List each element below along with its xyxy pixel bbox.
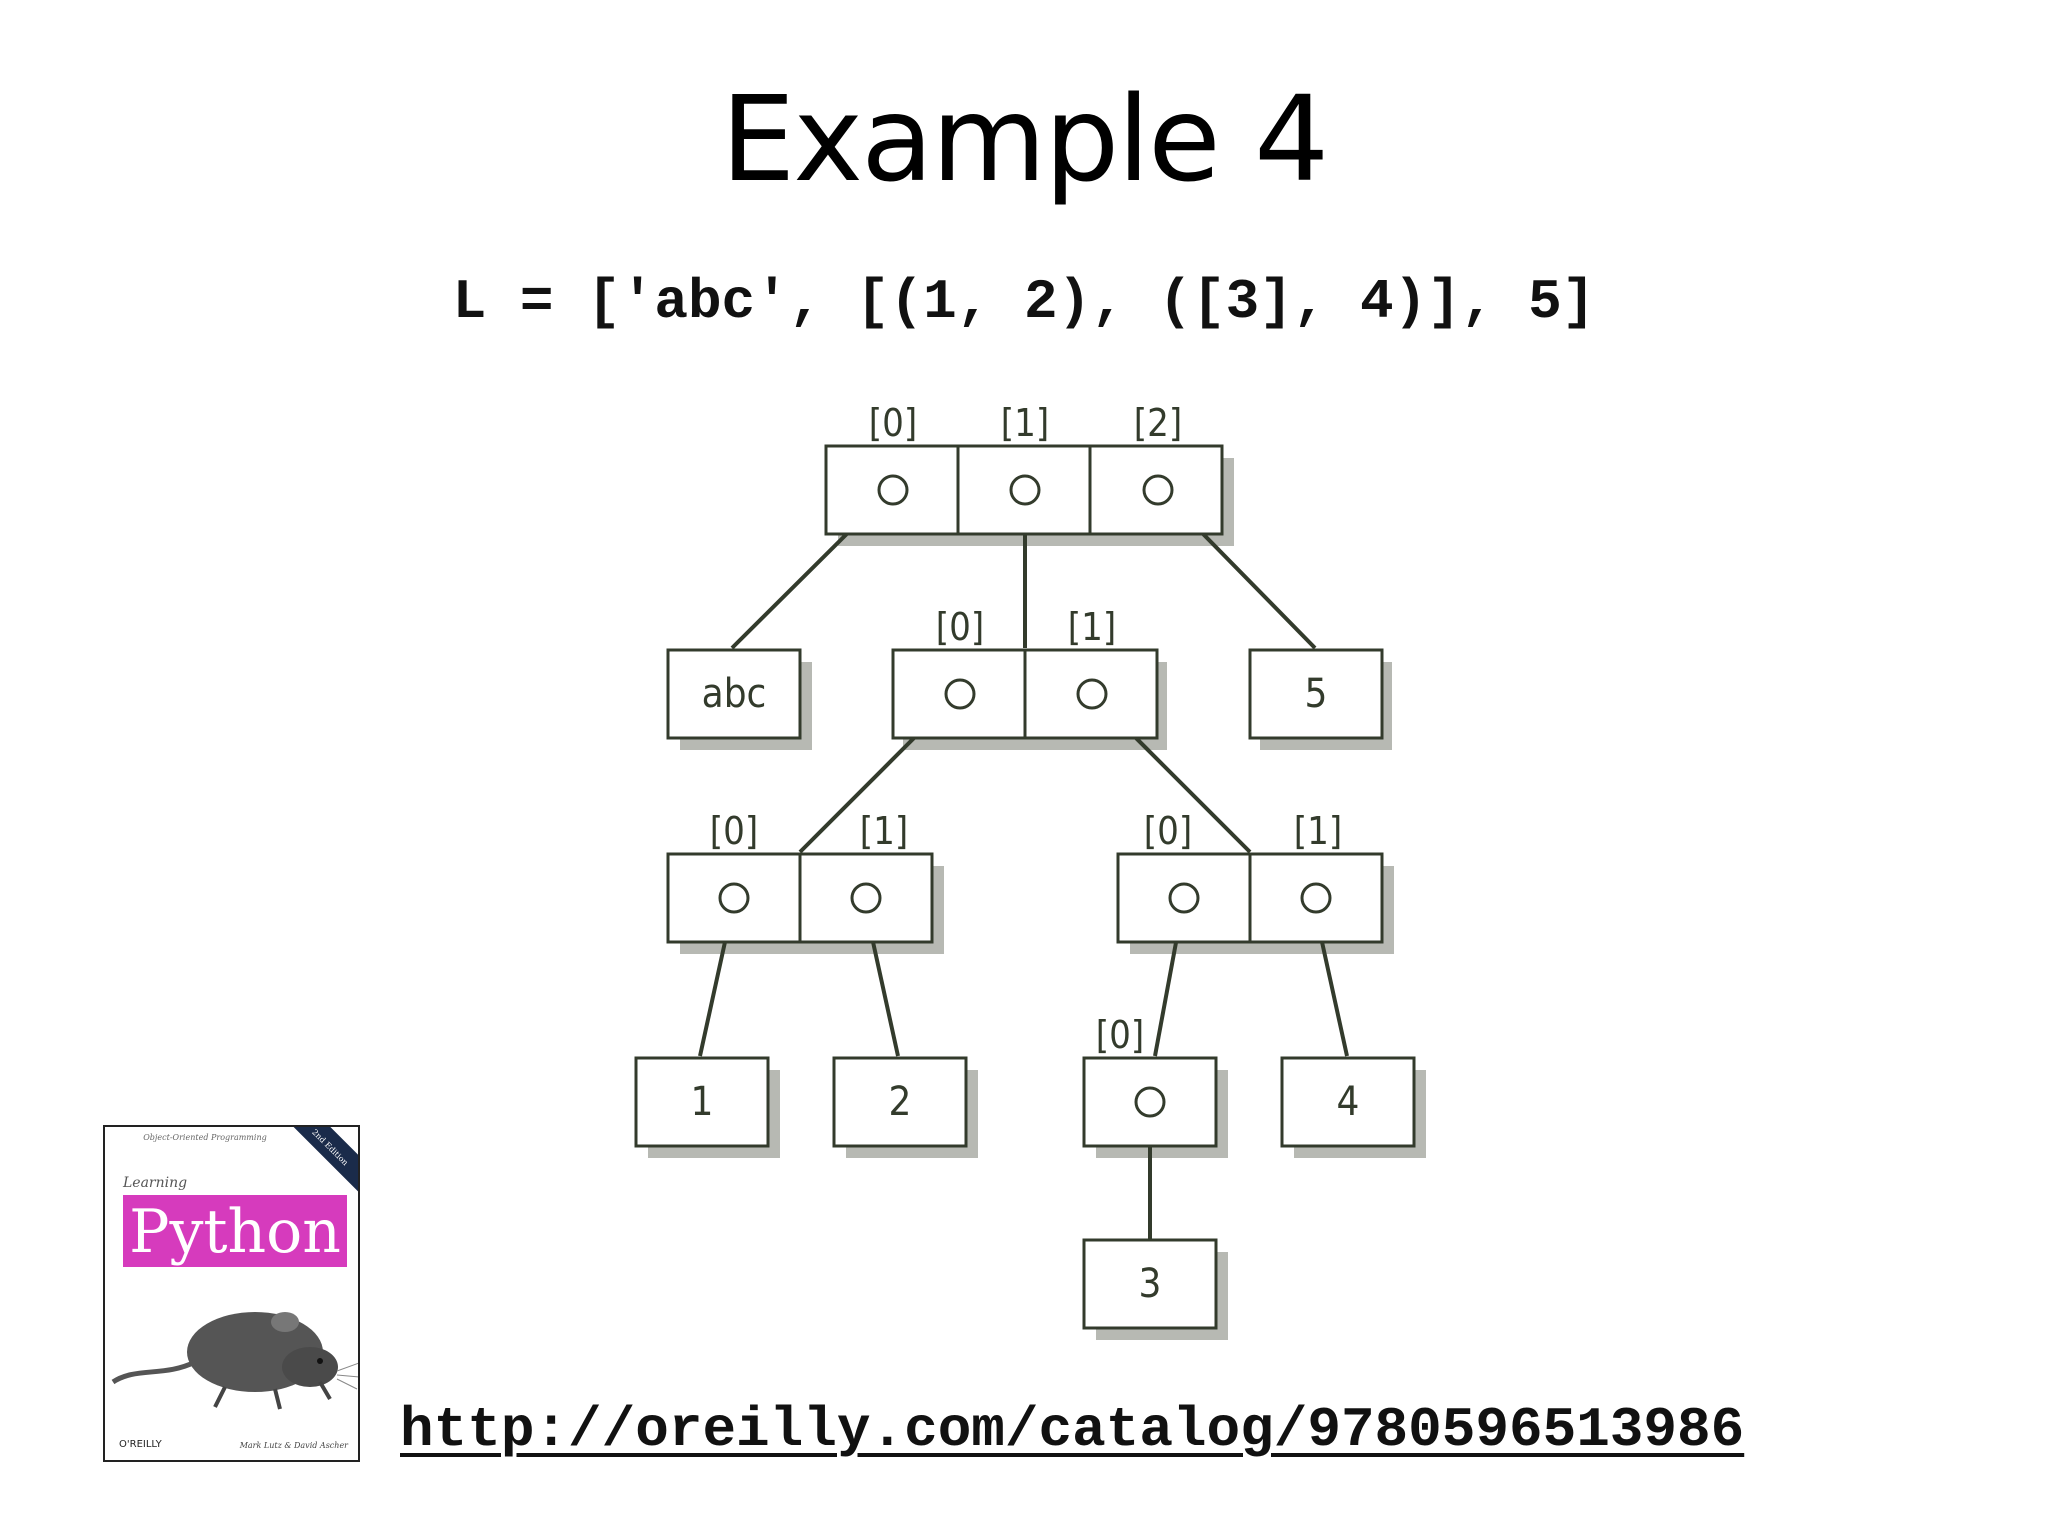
book-authors: Mark Lutz & David Ascher (239, 1441, 348, 1450)
row-2: abc [0] [1] 5 (666, 605, 1384, 740)
pointer-dot (718, 882, 750, 914)
top-index-2: [2] (1134, 401, 1182, 445)
tuple2-index-1: [1] (1294, 809, 1342, 853)
book-title-band (123, 1195, 347, 1267)
value-4: 4 (1337, 1079, 1360, 1125)
value-box-3 (1082, 1238, 1218, 1330)
code-expression: L = ['abc', [(1, 2), ([3], 4)], 5] (452, 270, 1596, 334)
pointer-dot (1009, 474, 1041, 506)
pointer-dot (1076, 678, 1108, 710)
pointer-dot (1142, 474, 1174, 506)
inner-index-0: [0] (936, 605, 984, 649)
rat-illustration-icon (111, 1312, 358, 1410)
pointer-dot (1300, 882, 1332, 914)
pointer-dot (944, 678, 976, 710)
book-pretitle: Learning (123, 1175, 188, 1191)
tuple1-index-0: [0] (710, 809, 758, 853)
value-2: 2 (889, 1079, 912, 1125)
value-abc: abc (702, 671, 767, 717)
book-title: Python (129, 1197, 341, 1267)
value-1: 1 (691, 1079, 714, 1125)
book-cover-image: Object-Oriented Programming 2nd Edition … (103, 1125, 360, 1462)
inner-index-1: [1] (1068, 605, 1116, 649)
value-box-5 (1248, 648, 1384, 740)
tuple2-index-0: [0] (1144, 809, 1192, 853)
value-box-abc (666, 648, 802, 740)
value-box-2 (832, 1056, 968, 1148)
list3-cell-0 (1082, 1056, 1218, 1148)
value-5: 5 (1305, 671, 1328, 717)
value-box-4 (1280, 1056, 1416, 1148)
row-3: [0] [1] [0] [1] (666, 809, 1384, 944)
value-box-1 (634, 1056, 770, 1148)
value-3: 3 (1139, 1261, 1162, 1307)
pointer-dot (1134, 1086, 1166, 1118)
top-list: [0] [1] [2] (824, 401, 1224, 536)
list3-index-0: [0] (1096, 1013, 1144, 1057)
slide-title: Example 4 (720, 70, 1330, 208)
top-index-1: [1] (1001, 401, 1049, 445)
top-index-0: [0] (869, 401, 917, 445)
row-5: 3 (1082, 1238, 1218, 1330)
catalog-link[interactable]: http://oreilly.com/catalog/9780596513986 (400, 1398, 1745, 1462)
pointer-dot (850, 882, 882, 914)
pointer-dot (1168, 882, 1200, 914)
pointer-dot (877, 474, 909, 506)
tuple1-index-1: [1] (860, 809, 908, 853)
publisher-logo: O'REILLY (119, 1439, 162, 1450)
row-4: 1 2 [0] 4 (634, 1013, 1416, 1148)
book-series-label: Object-Oriented Programming (143, 1133, 267, 1142)
